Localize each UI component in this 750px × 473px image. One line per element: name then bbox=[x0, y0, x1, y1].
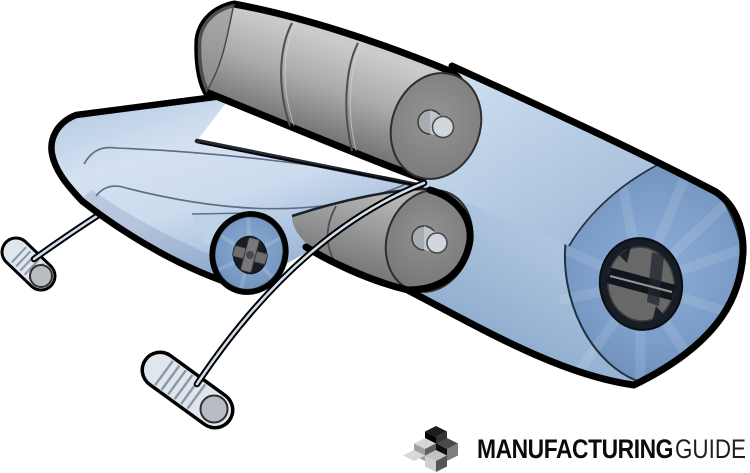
parent-roll bbox=[330, 62, 747, 389]
trim-winder-2 bbox=[140, 350, 235, 430]
winder-end-cap bbox=[199, 394, 229, 424]
sheet-outline bbox=[48, 90, 245, 291]
edge-trim-strip-1 bbox=[30, 210, 104, 263]
sheet-surface bbox=[52, 95, 424, 288]
anvil-roller-outline bbox=[302, 186, 474, 294]
rewind-roll-chuck bbox=[232, 237, 268, 273]
nip-shadow bbox=[194, 138, 425, 189]
core-chuck bbox=[606, 246, 676, 322]
rewind-roll bbox=[191, 211, 289, 295]
anvil-roller-hub bbox=[411, 225, 448, 254]
anvil-seam bbox=[326, 205, 337, 263]
knife-roller-hub bbox=[417, 109, 455, 139]
trim-winder-1 bbox=[0, 236, 57, 292]
logo-cubes-icon bbox=[403, 426, 458, 472]
brand-logo: MANUFACTURING GUIDE bbox=[403, 426, 746, 472]
knife-seam-2 bbox=[345, 42, 359, 152]
sheet-near-edge-shade bbox=[80, 190, 250, 288]
anvil-roller bbox=[291, 186, 474, 294]
winder-end-cap bbox=[29, 264, 53, 288]
coil-ridges bbox=[154, 360, 207, 410]
brand-text-bold: MANUFACTURING bbox=[477, 434, 673, 464]
descending-web bbox=[424, 68, 667, 246]
knife-seam-1 bbox=[280, 22, 293, 127]
knife-roller-far-cap bbox=[197, 4, 234, 92]
far-cap-rim bbox=[205, 3, 235, 93]
web-tangent-edge bbox=[568, 159, 668, 247]
web-sheet bbox=[48, 90, 424, 291]
knife-roller bbox=[194, 0, 483, 182]
parent-roll-outline bbox=[330, 62, 747, 389]
edge-trim-strip-2 bbox=[193, 179, 428, 388]
brand-text-light: GUIDE bbox=[675, 434, 746, 464]
